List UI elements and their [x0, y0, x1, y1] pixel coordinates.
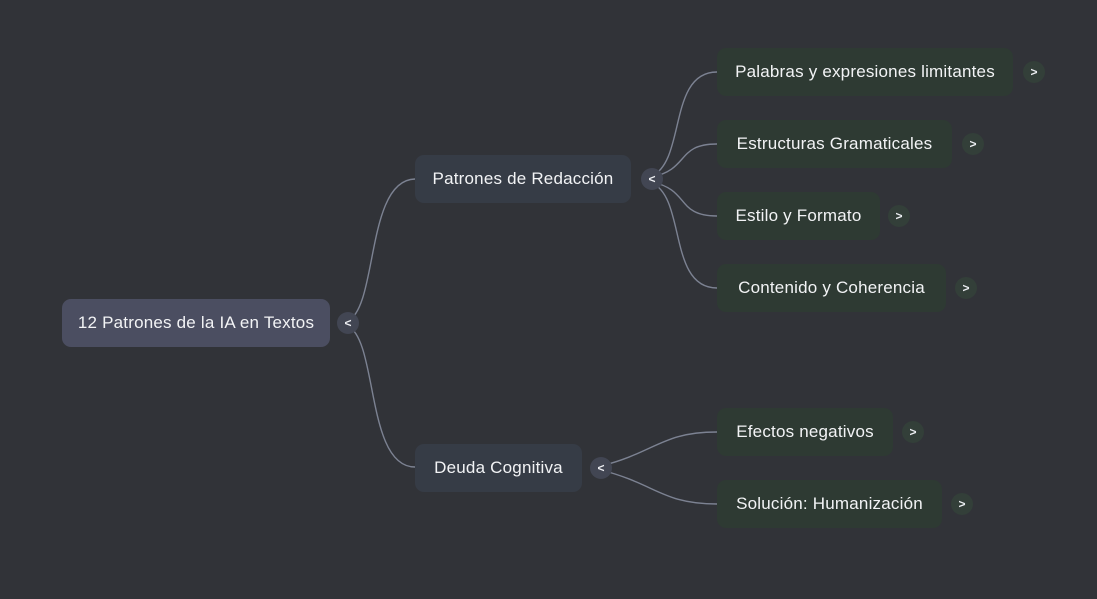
- connector-root-patrones: [347, 178, 416, 322]
- connector-patrones-contenido: [651, 182, 718, 289]
- connector-patrones-estilo: [651, 181, 718, 217]
- collapse-toggle-deuda[interactable]: <: [590, 457, 612, 479]
- node-label: Estructuras Gramaticales: [736, 134, 933, 153]
- expand-toggle-solucion[interactable]: >: [951, 493, 973, 515]
- node-label: 12 Patrones de la IA en Textos: [77, 313, 315, 332]
- collapse-toggle-patrones[interactable]: <: [641, 168, 663, 190]
- node-label: Estilo y Formato: [735, 206, 862, 225]
- node-label: Contenido y Coherencia: [738, 278, 925, 297]
- mindmap-node-contenido[interactable]: Contenido y Coherencia: [717, 264, 946, 312]
- mindmap-node-efectos[interactable]: Efectos negativos: [717, 408, 893, 456]
- mindmap-node-patrones[interactable]: Patrones de Redacción: [415, 155, 631, 203]
- node-label: Efectos negativos: [736, 422, 874, 441]
- mindmap-node-solucion[interactable]: Solución: Humanización: [717, 480, 942, 528]
- collapse-toggle-root[interactable]: <: [337, 312, 359, 334]
- connector-patrones-estructuras: [651, 143, 718, 178]
- expand-toggle-contenido[interactable]: >: [955, 277, 977, 299]
- expand-toggle-estructuras[interactable]: >: [962, 133, 984, 155]
- mindmap-node-deuda[interactable]: Deuda Cognitiva: [415, 444, 582, 492]
- node-label: Deuda Cognitiva: [434, 458, 563, 477]
- node-label: Patrones de Redacción: [432, 169, 614, 188]
- mindmap-node-estructuras[interactable]: Estructuras Gramaticales: [717, 120, 952, 168]
- connector-deuda-efectos: [600, 431, 718, 467]
- connector-root-deuda: [347, 325, 416, 468]
- connector-deuda-solucion: [600, 469, 718, 505]
- node-label: Solución: Humanización: [736, 494, 923, 513]
- expand-toggle-efectos[interactable]: >: [902, 421, 924, 443]
- mindmap-node-estilo[interactable]: Estilo y Formato: [717, 192, 880, 240]
- expand-toggle-estilo[interactable]: >: [888, 205, 910, 227]
- mindmap-node-palabras[interactable]: Palabras y expresiones limitantes: [717, 48, 1013, 96]
- mindmap-node-root[interactable]: 12 Patrones de la IA en Textos: [62, 299, 330, 347]
- connector-patrones-palabras: [651, 71, 718, 177]
- node-label: Palabras y expresiones limitantes: [735, 62, 995, 81]
- expand-toggle-palabras[interactable]: >: [1023, 61, 1045, 83]
